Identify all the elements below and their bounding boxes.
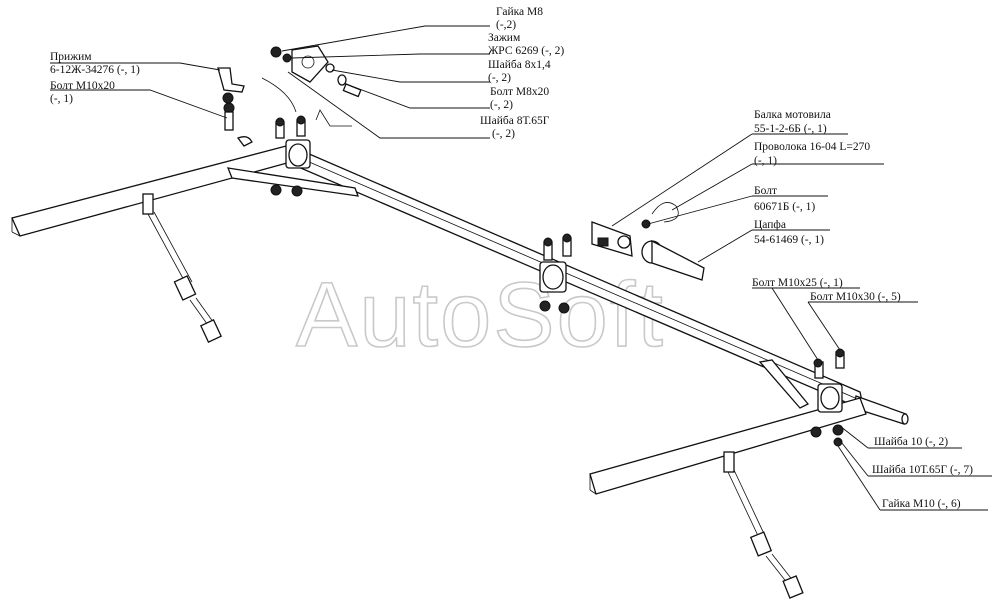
- label-provoloka: Проволока 16-04 L=270 (-, 1): [754, 141, 873, 167]
- part-labels: Гайка М8 (-,2) Зажим ЖРС 6269 (-, 2) Шай…: [50, 6, 973, 510]
- label-bolt-m8x20: Болт М8х20 (-, 2): [490, 86, 552, 111]
- left-crossbar: [11, 144, 359, 237]
- label-bolt-m10x20: Болт М10х20 (-, 1): [50, 80, 118, 105]
- label-capfa: Цапфа 54-61469 (-, 1): [754, 219, 824, 246]
- balka-part: [591, 202, 679, 257]
- label-gayka-m8: Гайка М8 (-,2): [496, 6, 546, 31]
- right-rod: [723, 451, 804, 599]
- label-bolt-m10x25: Болт М10х25 (-, 1): [752, 277, 843, 289]
- label-bolt-60671: Болт 60671Б (-, 1): [754, 185, 815, 213]
- watermark: AutoSoft: [296, 264, 665, 366]
- label-shayba-10t: Шайба 10Т.65Г (-, 7): [872, 464, 973, 476]
- right-crossbar: [589, 359, 867, 495]
- label-shayba-8t: Шайба 8Т.65Г (-, 2): [480, 115, 552, 140]
- clamp-left: [270, 115, 311, 197]
- clamp-right: [810, 348, 845, 447]
- label-shayba-10: Шайба 10 (-, 2): [874, 436, 948, 448]
- label-gayka-m10: Гайка М10 (-, 6): [882, 498, 961, 510]
- label-zazhim: Зажим ЖРС 6269 (-, 2): [488, 32, 564, 57]
- label-bolt-m10x30: Болт М10х30 (-, 5): [810, 291, 901, 303]
- leader-lines: [50, 25, 992, 511]
- capfa-part: [641, 239, 705, 281]
- prizhim-part: [217, 67, 253, 147]
- left-rod: [142, 193, 223, 343]
- clamp-middle: [539, 233, 572, 314]
- label-balka: Балка мотовила 55-1-2-6Б (-, 1): [754, 109, 834, 135]
- label-prizhim: Прижим 6-12Ж-34276 (-, 1): [50, 51, 140, 76]
- zazhim-part: [261, 45, 362, 127]
- label-shayba-8x1: Шайба 8х1,4 (-, 2): [488, 59, 553, 84]
